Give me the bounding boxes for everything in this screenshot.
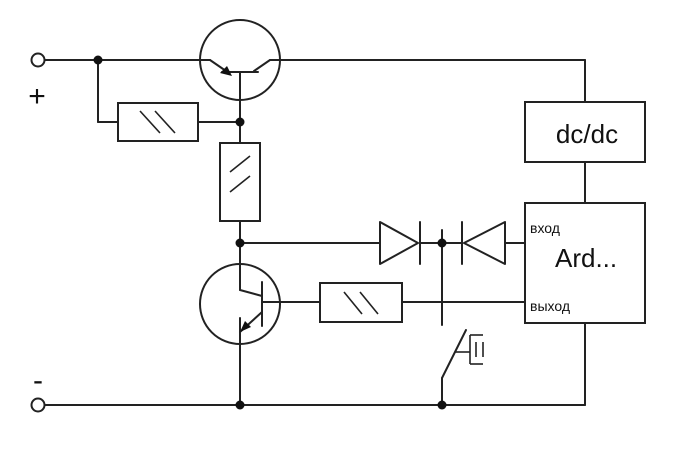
minus-label: - — [33, 364, 43, 397]
junction-dot — [437, 400, 447, 410]
dcdc-label: dc/dc — [556, 119, 618, 149]
diode-d1 — [379, 221, 421, 265]
junction-dot — [93, 55, 103, 65]
junction-dot — [235, 400, 245, 410]
arduino-label: Ard... — [555, 243, 617, 273]
transistor-q2-body — [199, 263, 281, 345]
resistor-r1 — [117, 102, 199, 142]
transistor-q2-arrow — [240, 321, 251, 332]
transistor-q1-collector — [253, 59, 271, 72]
diode-d2-body — [463, 221, 506, 265]
resistor-r3 — [319, 282, 403, 323]
transistor-q2 — [199, 263, 281, 345]
junction-dot — [235, 238, 245, 248]
minus-terminal — [30, 397, 46, 413]
plus-terminal — [30, 52, 46, 68]
transistor-q1-arrow — [220, 66, 232, 76]
arduino-module: вход Ard... выход — [524, 202, 646, 324]
junction-dot — [235, 117, 245, 127]
transistor-q1-emitter — [209, 59, 227, 72]
resistor-r1-body — [117, 102, 199, 142]
dcdc-box — [524, 101, 646, 163]
resistor-r2-body — [219, 142, 261, 222]
transistor-q1 — [199, 19, 281, 101]
dcdc-converter: dc/dc — [524, 101, 646, 163]
arduino-box — [524, 202, 646, 324]
push-button-switch — [441, 329, 484, 379]
arduino-input-label: вход — [530, 220, 560, 236]
resistor-r3-body — [319, 282, 403, 323]
switch-lever — [441, 329, 467, 379]
junction-dot — [437, 238, 447, 248]
transistor-q2-collector — [239, 289, 263, 297]
arduino-output-label: выход — [530, 298, 570, 314]
diode-d2 — [461, 221, 506, 265]
transistor-q1-body — [199, 19, 281, 101]
diode-d1-body — [379, 221, 419, 265]
plus-label: + — [28, 80, 46, 113]
resistor-r2 — [219, 142, 261, 222]
junctions — [93, 55, 447, 410]
